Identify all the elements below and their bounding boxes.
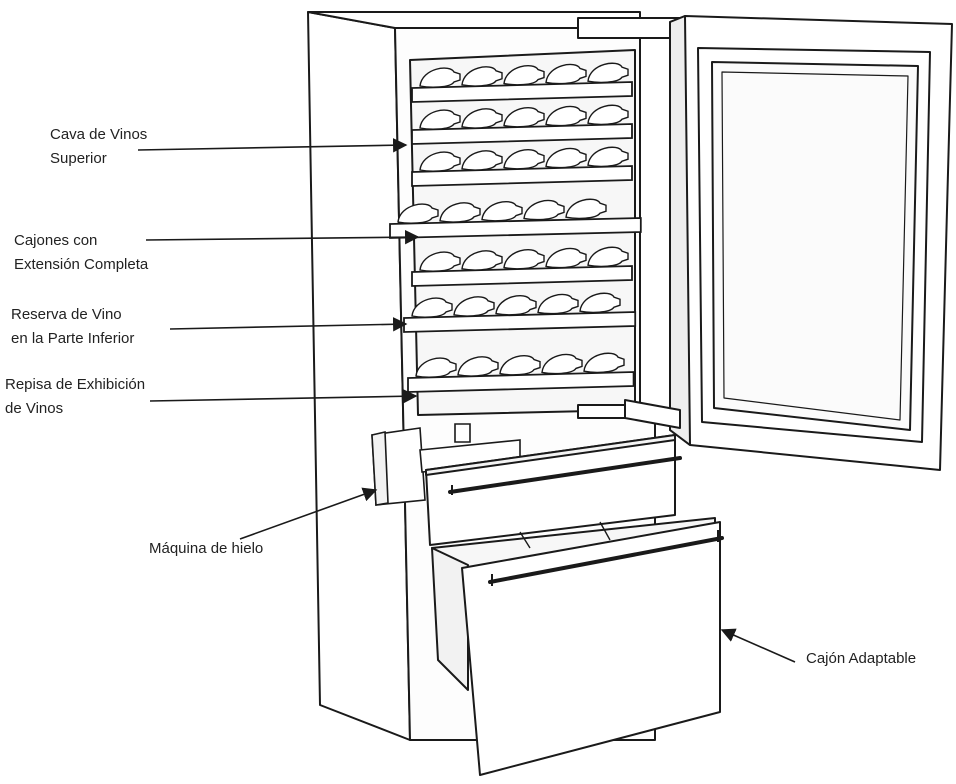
wine-racks	[389, 62, 642, 393]
leader-ice-maker	[239, 487, 378, 540]
wine-bottle	[419, 109, 461, 130]
adaptable-drawer-handle[interactable]	[488, 530, 724, 586]
wine-bottle	[523, 199, 565, 221]
label-full-extension-drawers-line2: Extensión Completa	[14, 256, 149, 273]
label-full-extension-drawers: Cajones con Extensión Completa	[14, 229, 148, 277]
leader-lines	[137, 138, 796, 663]
label-wine-display-shelf-line1: Repisa de Exhibición	[5, 376, 146, 393]
wine-bottle	[457, 356, 499, 377]
adaptable-drawer-side	[431, 547, 469, 691]
label-wine-display-shelf: Repisa de Exhibición de Vinos	[5, 373, 145, 421]
wine-bottle	[461, 250, 503, 271]
leader-upper-wine-cellar	[137, 138, 408, 153]
cabinet-side-panel	[307, 11, 411, 741]
label-lower-wine-reserve: Reserva de Vino en la Parte Inferior	[11, 303, 134, 351]
leader-lower-wine-reserve	[169, 317, 408, 332]
label-ice-maker: Máquina de hielo	[149, 537, 263, 561]
wine-bottle	[461, 108, 503, 129]
wine-bottle	[419, 67, 461, 88]
wine-bottle	[541, 353, 583, 375]
label-upper-wine-cellar-line2: Superior	[50, 150, 107, 167]
label-full-extension-drawers-line1: Cajones con	[14, 232, 98, 249]
door-glass-panel	[711, 61, 919, 431]
wine-bottle	[397, 203, 439, 224]
adaptable-drawer-divider	[519, 521, 611, 549]
label-wine-display-shelf-line2: de Vinos	[5, 400, 64, 417]
wine-bottle	[545, 105, 587, 127]
rack-shelf	[389, 217, 642, 239]
leader-full-extension-drawers	[145, 229, 420, 245]
label-upper-wine-cellar-line1: Cava de Vinos	[50, 126, 148, 143]
wine-bottle	[587, 246, 629, 268]
wine-bottle	[419, 251, 461, 272]
wine-bottle	[481, 201, 523, 222]
wine-bottle	[565, 198, 607, 220]
glass-door	[624, 15, 953, 471]
ice-tray-arm	[454, 423, 471, 443]
upper-drawer-handle[interactable]	[448, 452, 682, 495]
wine-bottle	[411, 297, 453, 318]
wine-bottle	[587, 146, 629, 168]
wine-bottle	[461, 150, 503, 171]
door-edge	[669, 15, 691, 446]
wine-bottle	[503, 107, 545, 128]
wine-bottle	[545, 63, 587, 85]
door-glass-inset	[721, 71, 909, 421]
label-ice-maker-line1: Máquina de hielo	[149, 540, 264, 557]
label-lower-wine-reserve-line1: Reserva de Vino	[11, 306, 122, 323]
wine-bottle	[453, 296, 495, 317]
wine-bottle	[461, 66, 503, 87]
door-bottom-hinge	[624, 399, 681, 429]
label-adaptable-drawer-line1: Cajón Adaptable	[806, 650, 917, 667]
label-adaptable-drawer: Cajón Adaptable	[806, 647, 916, 671]
wine-bottle	[503, 249, 545, 270]
wine-bottle	[503, 65, 545, 86]
label-lower-wine-reserve-line2: en la Parte Inferior	[11, 330, 135, 347]
wine-bottle	[583, 352, 625, 374]
adaptable-drawer-front	[461, 521, 721, 776]
wine-bottle	[587, 62, 629, 84]
wine-bottle	[499, 355, 541, 376]
leader-wine-display-shelf	[149, 389, 418, 404]
ice-maker-face	[371, 431, 389, 506]
wine-bottle	[587, 104, 629, 126]
drawers	[425, 434, 724, 776]
label-upper-wine-cellar: Cava de Vinos Superior	[50, 123, 147, 171]
wine-bottle	[579, 292, 621, 314]
wine-bottle	[439, 202, 481, 223]
wine-bottle	[503, 149, 545, 170]
wine-bottle	[495, 295, 537, 316]
wine-bottle	[415, 357, 457, 378]
wine-bottle	[545, 147, 587, 169]
wine-bottle	[419, 151, 461, 172]
wine-bottle	[545, 247, 587, 269]
wine-bottle	[537, 293, 579, 315]
leader-adaptable-drawer	[720, 628, 796, 663]
upper-drawer-top	[425, 434, 676, 476]
